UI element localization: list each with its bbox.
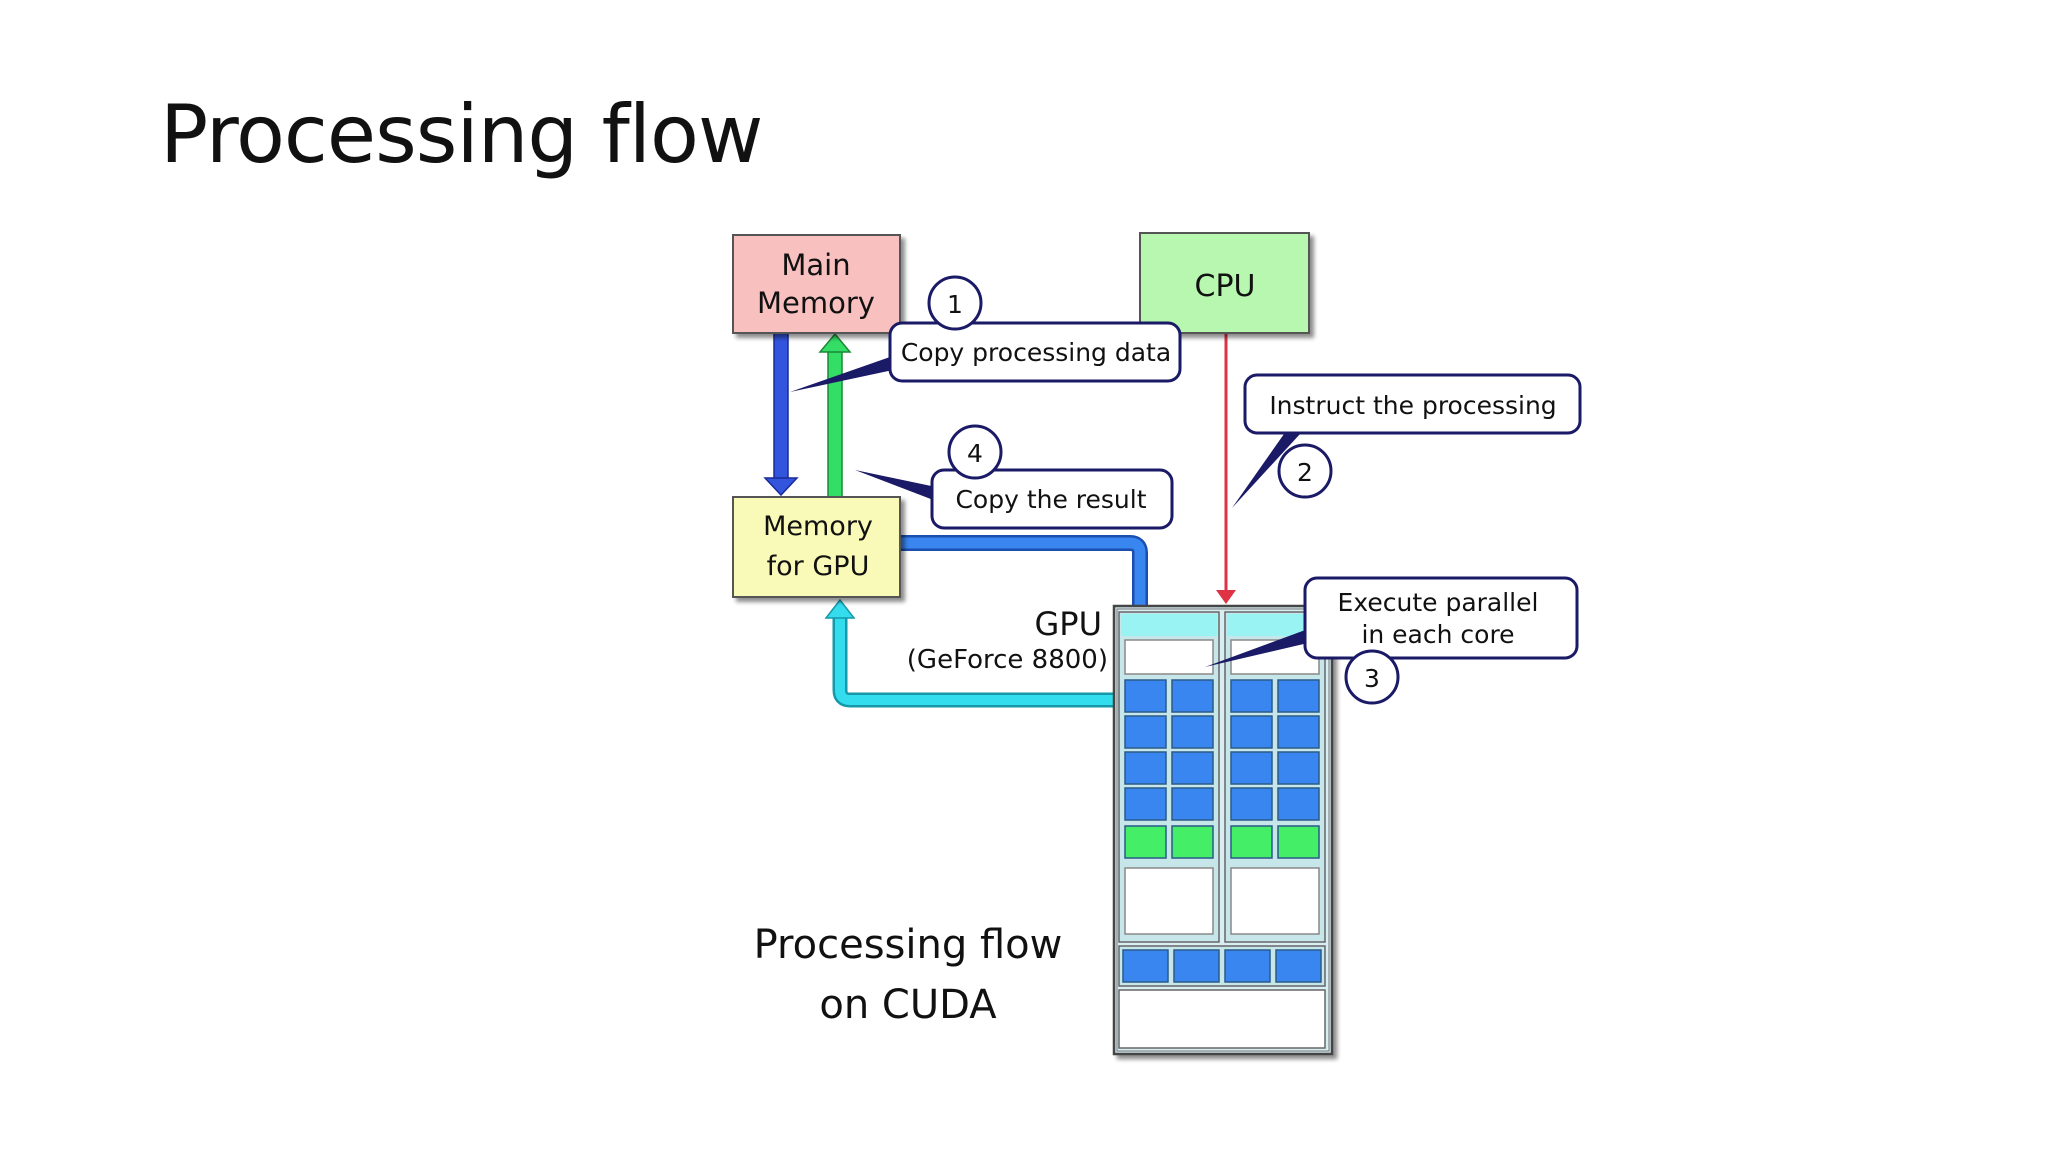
global-memory-block — [1118, 989, 1326, 1049]
step-1-text: Copy processing data — [901, 338, 1171, 367]
stream-processor-core — [1171, 787, 1214, 821]
shared-unit — [1275, 949, 1322, 983]
stream-processor-core — [1171, 751, 1214, 785]
stream-processor-core — [1277, 715, 1320, 749]
step-2-callout — [1232, 373, 1582, 508]
stream-processor-core — [1277, 679, 1320, 713]
stream-processor-core — [1124, 715, 1167, 749]
gpu-memory-label-line1: Memory — [763, 511, 873, 542]
step-3-text-line1: Execute parallel — [1338, 588, 1539, 617]
shared-unit — [1173, 949, 1220, 983]
core-grid — [1124, 679, 1320, 859]
cpu-box — [1139, 232, 1310, 334]
shared-unit — [1224, 949, 1271, 983]
stream-processor-core — [1171, 715, 1214, 749]
stream-processor-core — [1230, 787, 1273, 821]
shared-units-row — [1122, 949, 1322, 983]
cpu-label: CPU — [1195, 269, 1256, 304]
step-3-callout — [1205, 576, 1579, 705]
step-4-number: 4 — [967, 439, 983, 468]
main-memory-label-line1: Main — [781, 248, 850, 282]
step-1-number: 1 — [947, 290, 963, 319]
step-3-number: 3 — [1364, 664, 1380, 693]
main-memory-label-line2: Memory — [757, 286, 875, 320]
step-4-callout — [855, 424, 1174, 530]
special-function-unit — [1171, 825, 1214, 859]
stream-processor-core — [1124, 679, 1167, 713]
result-return-arrow — [824, 598, 1114, 708]
stream-processor-core — [1230, 679, 1273, 713]
gpu-label: GPU — [1034, 605, 1102, 643]
gpu-memory-box — [732, 496, 901, 598]
copy-down-arrow — [763, 332, 799, 497]
stream-processor-core — [1124, 787, 1167, 821]
shared-unit — [1122, 949, 1169, 983]
step-1-callout — [790, 275, 1182, 392]
main-memory-box — [732, 234, 901, 334]
stream-processor-core — [1230, 751, 1273, 785]
copy-up-arrow — [818, 332, 852, 499]
caption-line1: Processing flow — [754, 922, 1063, 968]
step-2-number: 2 — [1297, 458, 1313, 487]
step-4-text: Copy the result — [955, 485, 1146, 514]
instruct-arrow — [1216, 333, 1236, 604]
slide-title: Processing flow — [160, 88, 763, 181]
stream-processor-core — [1171, 679, 1214, 713]
special-function-unit — [1124, 825, 1167, 859]
stream-processor-core — [1277, 787, 1320, 821]
stream-processor-core — [1277, 751, 1320, 785]
step-2-text: Instruct the processing — [1269, 391, 1556, 420]
special-function-unit — [1277, 825, 1320, 859]
stream-processor-core — [1230, 715, 1273, 749]
stream-processor-core — [1124, 751, 1167, 785]
special-function-unit — [1230, 825, 1273, 859]
gpu-memory-label-line2: for GPU — [767, 551, 870, 582]
step-3-text-line2: in each core — [1361, 620, 1514, 649]
caption-line2: on CUDA — [819, 982, 997, 1028]
gpu-model-label: (GeForce 8800) — [907, 645, 1108, 675]
gpu-chip — [1112, 604, 1334, 1056]
